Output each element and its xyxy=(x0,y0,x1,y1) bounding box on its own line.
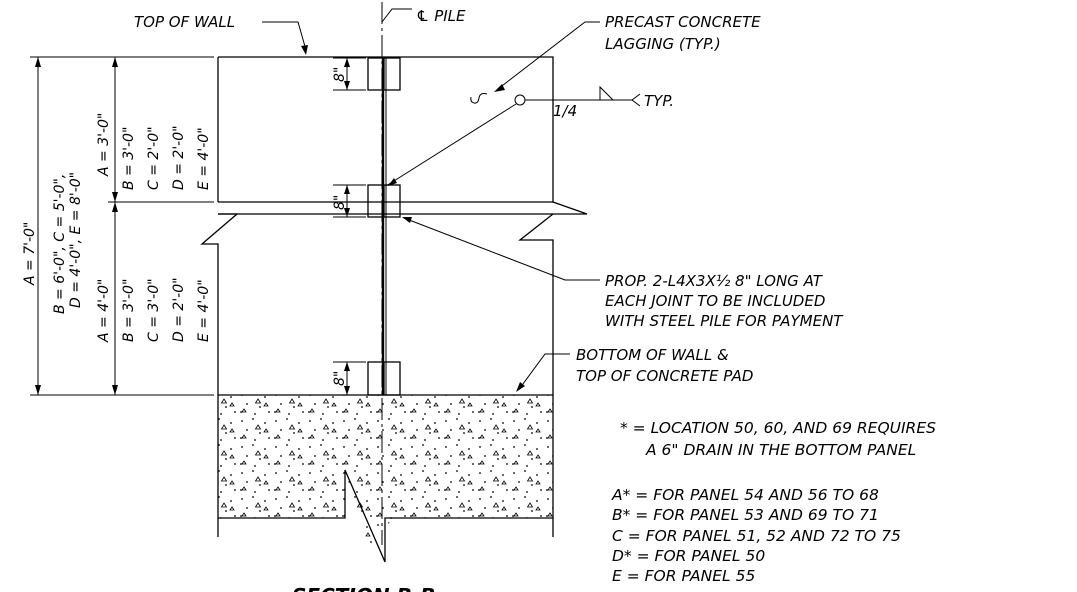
leader-arrow xyxy=(516,382,525,392)
leader-arrow xyxy=(494,84,505,92)
wall-panels xyxy=(200,56,588,396)
leader-angle-clip xyxy=(403,217,600,281)
label-angle-line2: EACH JOINT TO BE INCLUDED xyxy=(605,292,825,310)
dim-upper-c: C = 2'-0" xyxy=(146,126,162,190)
angle-clips xyxy=(367,57,401,396)
fillet-weld-icon xyxy=(599,85,615,101)
weld-tail xyxy=(612,93,641,107)
notes: * = LOCATION 50, 60, AND 69 REQUIRES A 6… xyxy=(611,419,936,585)
concrete-hatch xyxy=(218,395,553,562)
dim-lower-d: D = 2'-0" xyxy=(171,277,187,342)
concrete-pad xyxy=(217,395,554,563)
leader-lagging xyxy=(497,21,600,90)
weld-all-around-icon xyxy=(514,94,526,106)
dim-lower-b: B = 3'-0" xyxy=(121,279,137,342)
weld-size: 1/4 xyxy=(553,102,577,120)
left-break-line xyxy=(200,213,239,395)
weld-arrow-line xyxy=(385,103,517,187)
label-pile-centerline: ℄ PILE xyxy=(416,7,466,25)
legend-item: E = FOR PANEL 55 xyxy=(612,567,755,585)
label-bottom-line2: TOP OF CONCRETE PAD xyxy=(576,367,753,385)
legend-item: A* = FOR PANEL 54 AND 56 TO 68 xyxy=(611,486,879,504)
callouts: TOP OF WALL ℄ PILE PRECAST CONCRETE LAGG… xyxy=(134,7,844,392)
label-lagging-line2: LAGGING (TYP.) xyxy=(605,35,721,53)
dim-clip-bot-text: 8" xyxy=(332,371,348,386)
right-break-line xyxy=(518,213,554,395)
right-joint-break xyxy=(552,189,588,215)
left-dimensions: A = 7'-0" B = 6'-0", C = 5'-0", D = 4'-0… xyxy=(22,56,214,396)
dim-lower-e: E = 4'-0" xyxy=(196,279,212,342)
clip-dimensions: 8" 8" 8" xyxy=(332,57,366,395)
legend-item: C = FOR PANEL 51, 52 AND 72 TO 75 xyxy=(612,527,901,545)
label-bottom-line1: BOTTOM OF WALL & xyxy=(576,346,729,364)
dim-overall-b-line1: B = 6'-0", C = 5'-0", xyxy=(52,174,68,314)
dim-upper-e: E = 4'-0" xyxy=(196,127,212,190)
label-angle-line1: PROP. 2-L4X3X½ 8" LONG AT xyxy=(605,272,824,290)
dim-lower-a: A = 4'-0" xyxy=(96,279,112,343)
section-title: SECTION B-B xyxy=(292,584,435,592)
dim-upper-a: A = 3'-0" xyxy=(96,113,112,177)
weld-typ: TYP. xyxy=(644,92,674,110)
weld-arrowhead xyxy=(388,178,397,186)
label-top-of-wall: TOP OF WALL xyxy=(134,13,235,31)
legend-item: D* = FOR PANEL 50 xyxy=(612,547,765,565)
upper-panel-outline xyxy=(218,56,554,189)
legend-item: B* = FOR PANEL 53 AND 69 TO 71 xyxy=(612,506,879,524)
dim-arrows xyxy=(344,185,350,217)
leader-top-of-wall xyxy=(262,21,307,51)
lagging-break-mark xyxy=(470,93,488,104)
dim-overall-a: A = 7'-0" xyxy=(22,222,38,286)
steel-pile xyxy=(381,2,387,545)
label-lagging-line1: PRECAST CONCRETE xyxy=(605,13,761,31)
leader-pile-cl xyxy=(381,8,412,23)
dim-clip-top-text: 8" xyxy=(332,67,348,82)
dim-arrows xyxy=(344,58,350,90)
dim-upper-d: D = 2'-0" xyxy=(171,125,187,190)
dim-arrows xyxy=(344,362,350,395)
label-angle-line3: WITH STEEL PILE FOR PAYMENT xyxy=(605,312,844,330)
note-drain-line1: * = LOCATION 50, 60, AND 69 REQUIRES xyxy=(620,419,936,437)
leader-bottom-of-wall xyxy=(519,353,570,389)
dim-upper-b: B = 3'-0" xyxy=(121,127,137,190)
dim-clip-mid-text: 8" xyxy=(332,195,348,210)
leader-arrow xyxy=(301,45,308,55)
concrete-pad-outline xyxy=(217,395,554,563)
dim-lower-c: C = 3'-0" xyxy=(146,278,162,342)
note-drain-line2: A 6" DRAIN IN THE BOTTOM PANEL xyxy=(645,441,916,459)
dim-overall-b-line2: D = 4'-0", E = 8'-0" xyxy=(68,172,84,308)
leader-arrow xyxy=(402,217,412,223)
